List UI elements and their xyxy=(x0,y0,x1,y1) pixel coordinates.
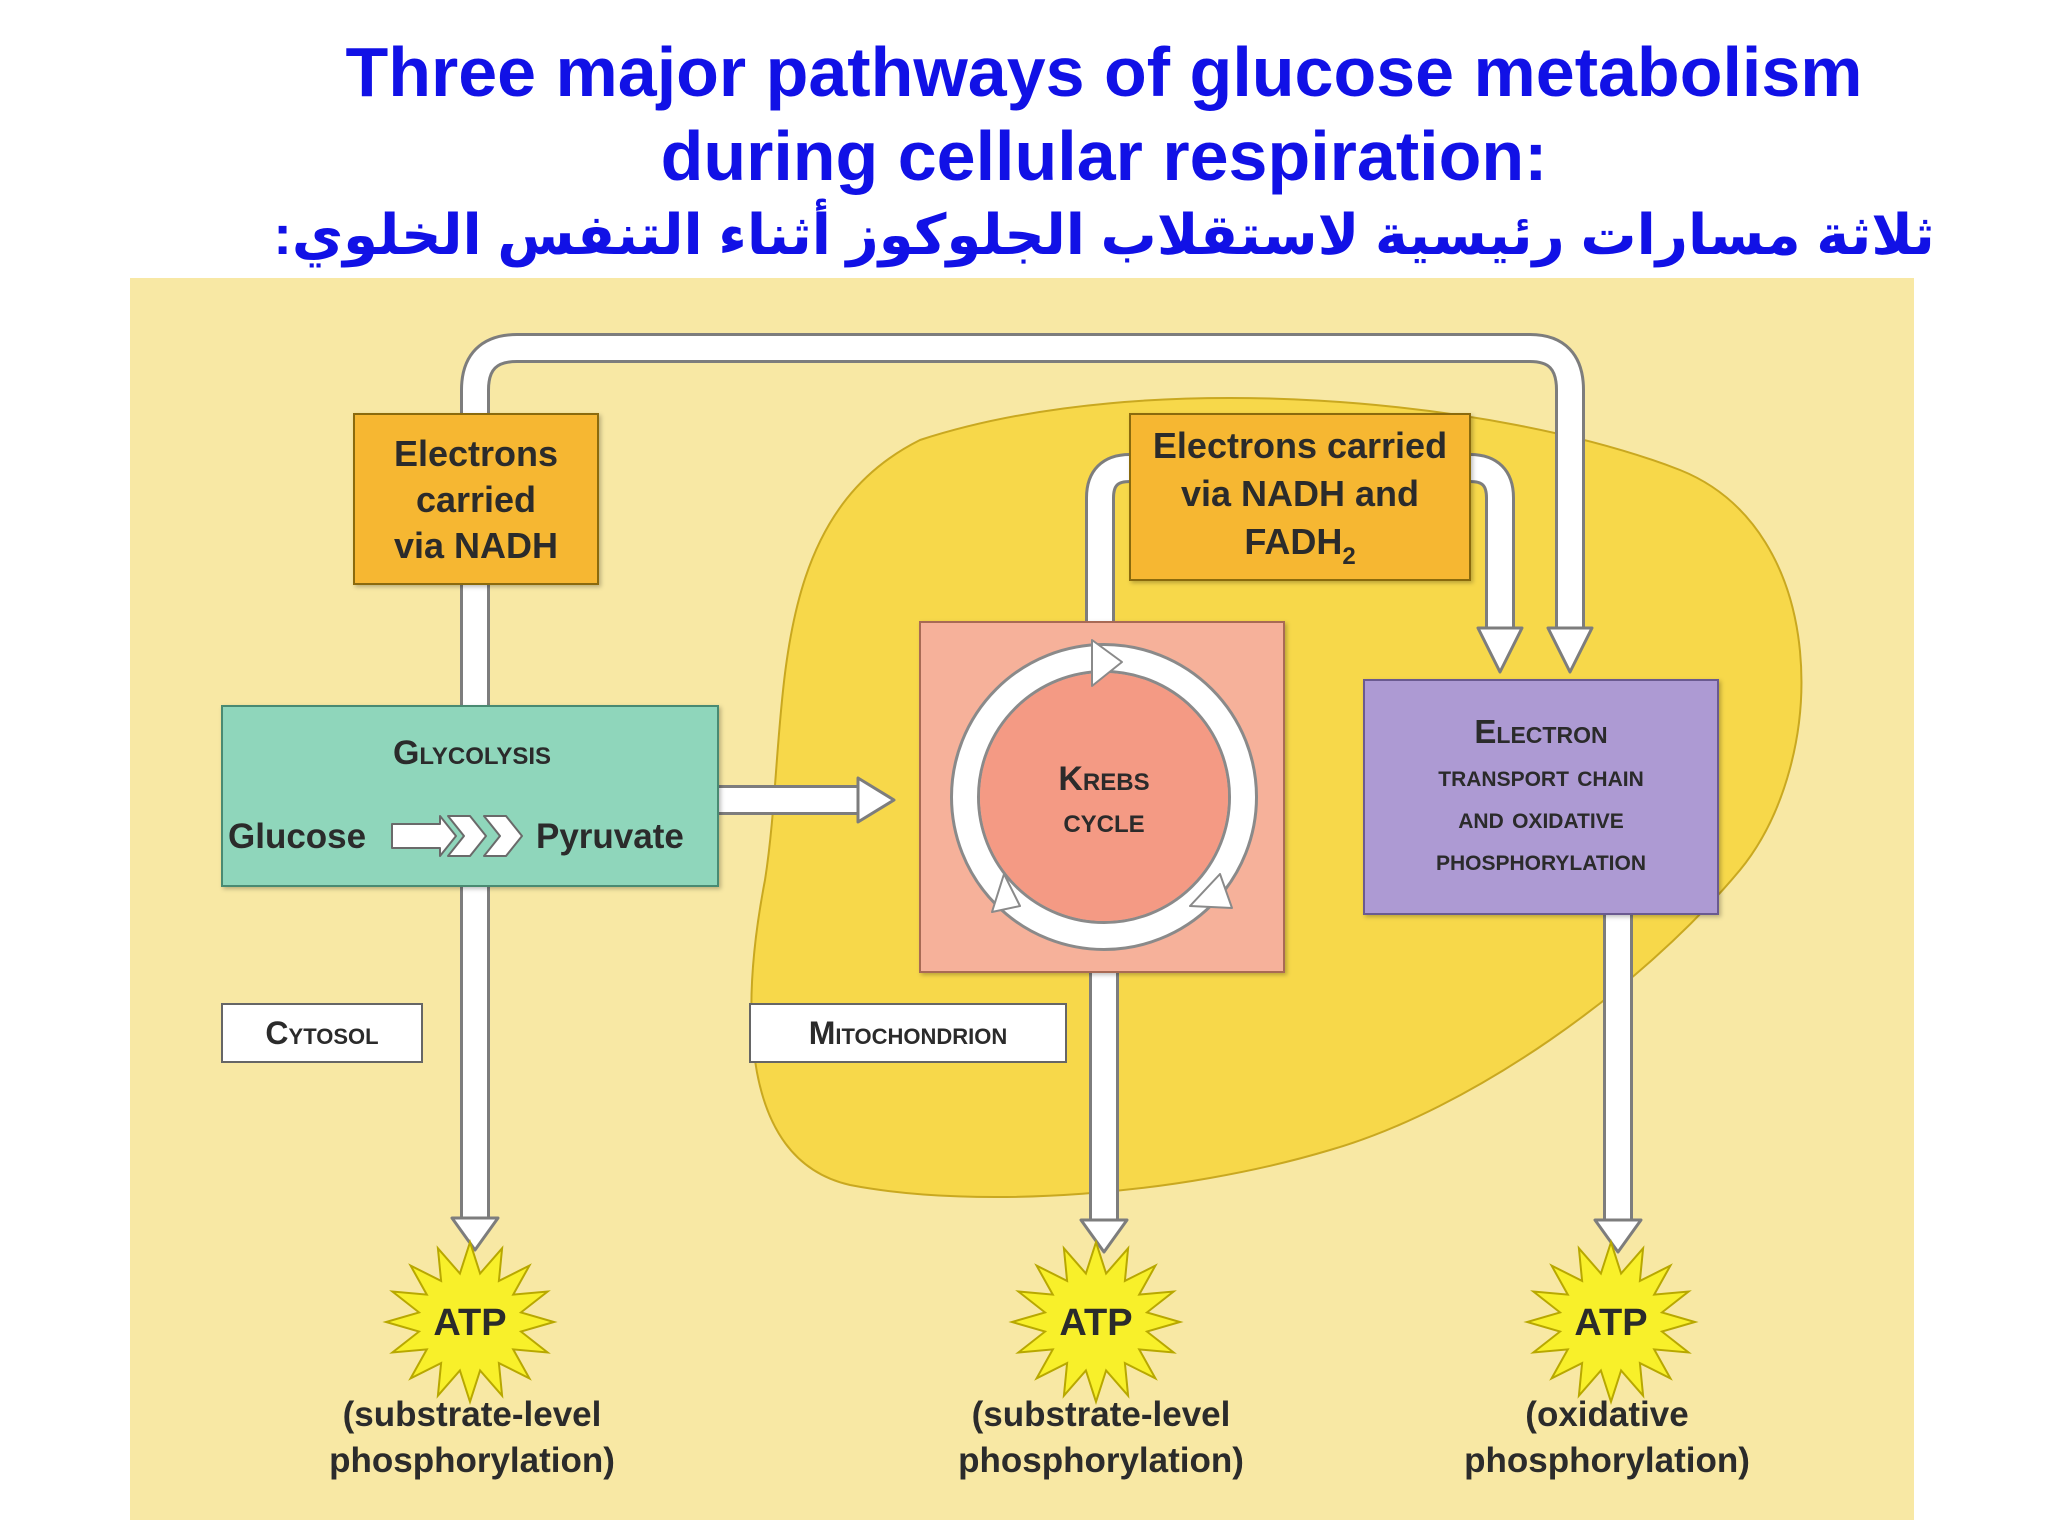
nadh-fadh2-line-2: via NADH and xyxy=(1181,473,1419,514)
output-3-line-1: (oxidative xyxy=(1525,1395,1688,1434)
etc-line-3: and oxidative xyxy=(1458,802,1623,835)
arrow-to-etc-1 xyxy=(1476,626,1524,674)
krebs-label-line-2: cycle xyxy=(1063,802,1144,840)
atp-label-1: ATP xyxy=(433,1302,506,1344)
arrow-to-krebs xyxy=(856,776,896,824)
title-line-2: during cellular respiration: xyxy=(660,117,1548,195)
cytosol-label-box xyxy=(221,1003,423,1063)
krebs-label-line-1: Krebs xyxy=(1058,760,1149,798)
nadh-fadh2-line-3: FADH2 xyxy=(1244,521,1355,570)
etc-line-4: phosphorylation xyxy=(1436,844,1646,877)
glycolysis-arrows xyxy=(391,815,523,857)
glycolysis-box xyxy=(221,705,719,887)
etc-line-1: Electron xyxy=(1474,713,1607,750)
nadh-fadh2-line-1: Electrons carried xyxy=(1153,425,1447,466)
etc-box xyxy=(1363,679,1719,915)
nadh-box-line-1: Electrons xyxy=(394,433,558,474)
glycolysis-glucose: Glucose xyxy=(228,817,366,856)
nadh-box xyxy=(353,413,599,585)
atp-star-2 xyxy=(1008,1238,1184,1406)
arrow-to-atp-1 xyxy=(450,1216,500,1252)
nadh-fadh2-box xyxy=(1129,413,1471,581)
mitochondrion-label: Mitochondrion xyxy=(809,1015,1008,1051)
atp-label-3: ATP xyxy=(1574,1302,1647,1344)
output-2-line-2: phosphorylation) xyxy=(958,1441,1244,1480)
glycolysis-heading: Glycolysis xyxy=(393,734,551,772)
output-3-line-2: phosphorylation) xyxy=(1464,1441,1750,1480)
output-1-line-1: (substrate-level xyxy=(343,1395,602,1434)
glycolysis-pyruvate: Pyruvate xyxy=(536,817,684,856)
atp-star-1 xyxy=(382,1238,558,1406)
arrow-to-atp-3 xyxy=(1593,1218,1643,1254)
etc-line-2: transport chain xyxy=(1438,760,1644,793)
arrow-to-etc-2 xyxy=(1546,626,1594,674)
krebs-circle xyxy=(980,673,1228,921)
atp-label-2: ATP xyxy=(1059,1302,1132,1344)
arrow-to-atp-2 xyxy=(1079,1218,1129,1254)
atp-star-3 xyxy=(1523,1238,1699,1406)
cytosol-label: Cytosol xyxy=(265,1015,378,1051)
output-2-line-1: (substrate-level xyxy=(972,1395,1231,1434)
krebs-arrowheads xyxy=(991,639,1233,913)
title-arabic: ثلاثة مسارات رئيسية لاستقلاب الجلوكوز أث… xyxy=(273,203,1935,266)
output-1-line-2: phosphorylation) xyxy=(329,1441,615,1480)
mitochondrion-label-box xyxy=(749,1003,1067,1063)
title-line-1: Three major pathways of glucose metaboli… xyxy=(345,33,1863,111)
nadh-box-line-3: via NADH xyxy=(394,525,558,566)
nadh-box-line-2: carried xyxy=(416,479,536,520)
